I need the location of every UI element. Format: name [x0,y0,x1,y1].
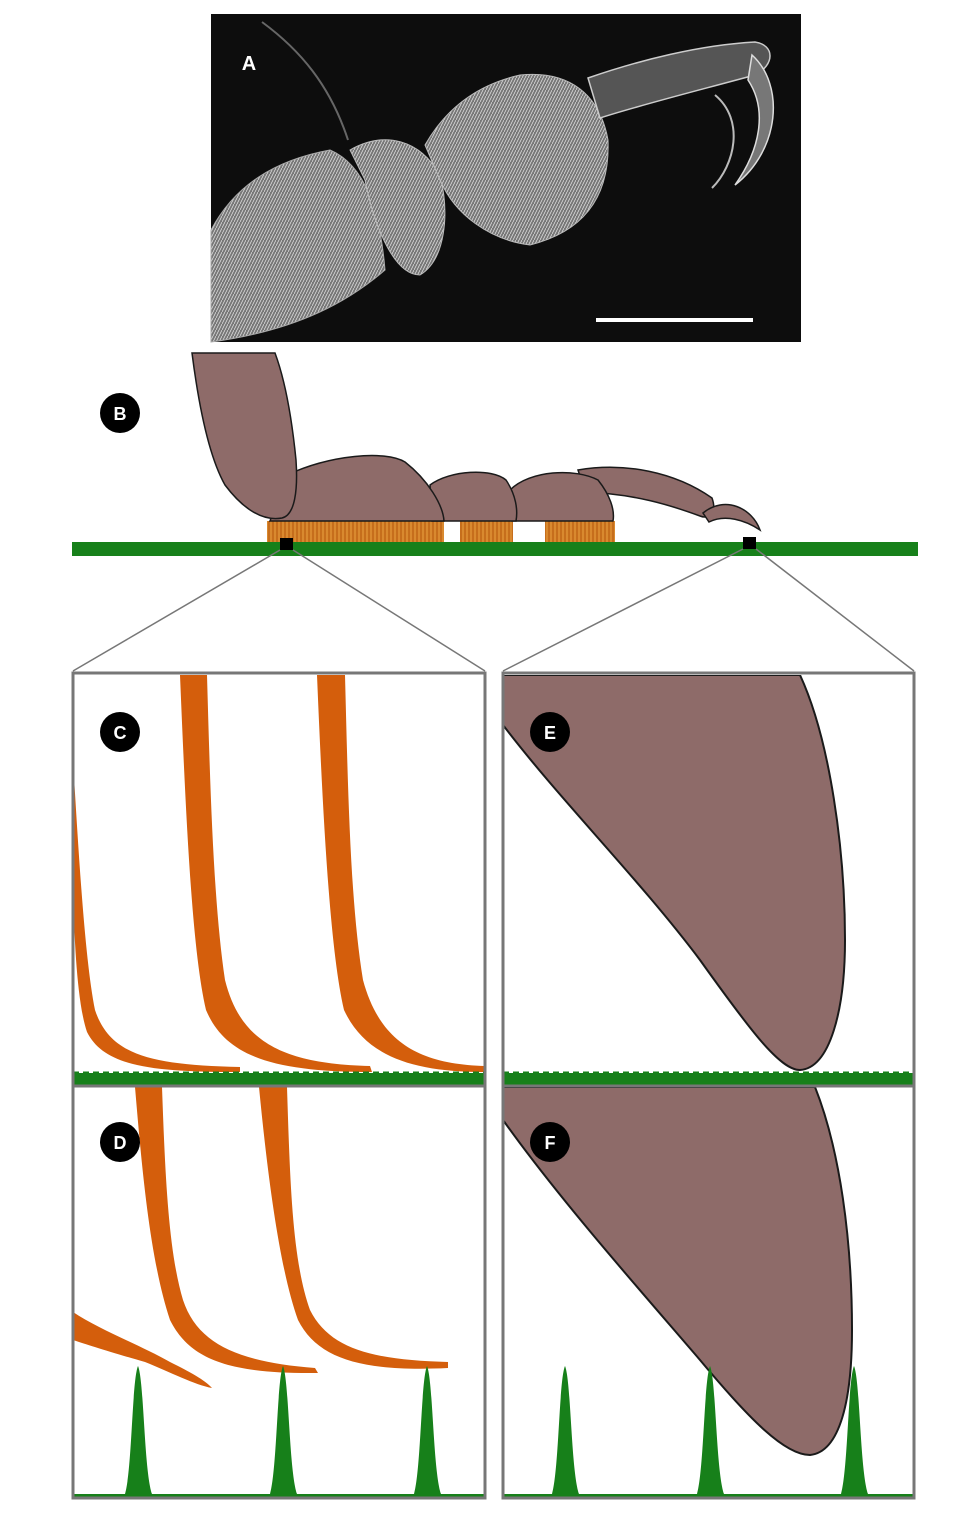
panel-label-d-text: D [114,1133,127,1153]
panel-label-c-badge [100,712,140,752]
tibia [191,352,298,520]
panel-label-f-badge [530,1122,570,1162]
seta-d-3 [259,1087,448,1369]
sem-segment-pad-1 [349,139,446,276]
zoom-line-left-1 [72,549,281,672]
panel-b: B [72,352,918,556]
seta-d-2 [135,1087,318,1374]
setae-pad-3 [545,521,615,543]
panel-label-a-text: A [242,53,256,75]
sem-pretarsus [587,41,771,119]
panel-label-b-text: B [114,404,127,424]
substrate-bar [72,542,918,556]
zoom-line-left-2 [292,549,486,672]
zoom-connectors [72,548,915,672]
claw-tip-f [503,1087,854,1457]
tarsomere-3 [509,471,615,522]
scale-bar [596,318,753,322]
zoom-line-right-2 [755,548,915,672]
substrate-smooth-e [503,1071,914,1085]
setae-pad-2 [460,521,513,543]
seta-c-3 [317,675,485,1072]
panel-d-frame [71,1084,487,1500]
seta-d-1 [73,1312,212,1388]
seta-c-2 [180,675,372,1072]
panel-label-a: A [242,53,256,75]
zoom-line-right-1 [502,548,744,672]
panel-label-b-badge [100,393,140,433]
panel-label-f-text: F [545,1133,556,1153]
panel-label-c-text: C [114,723,127,743]
sem-claw-2 [711,94,735,189]
sem-segment-mid [424,73,609,246]
panel-a: A [210,14,801,343]
panel-label-e-text: E [544,723,556,743]
substrate-rough-f [503,1366,914,1498]
panel-e: E [501,671,916,1088]
panel-d: D [71,1084,487,1500]
antenna-curve [261,21,349,141]
substrate-smooth-c [73,1071,485,1085]
tarsomere-1 [268,454,445,522]
panel-f: F [501,1084,916,1500]
setae-pad-1 [267,521,444,543]
claw [701,503,762,532]
panel-label-d-badge [100,1122,140,1162]
claw-tip-e [503,675,847,1072]
zoom-marker-setae [280,538,293,550]
sem-claw [734,53,774,186]
panel-c: C [71,671,487,1088]
tarsomere-2 [429,471,518,522]
substrate-rough-d [73,1366,485,1498]
zoom-marker-claw [743,537,756,549]
panel-f-frame [501,1084,916,1500]
panel-label-e-badge [530,712,570,752]
